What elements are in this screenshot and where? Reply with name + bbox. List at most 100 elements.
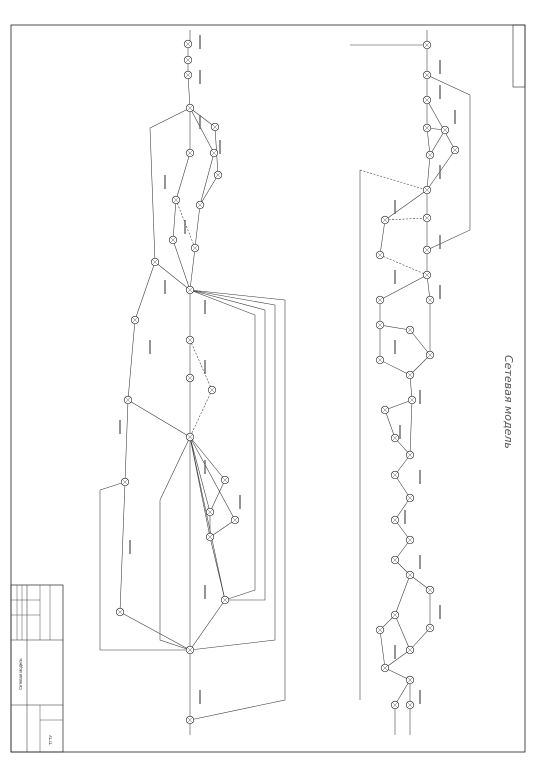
network-edge <box>149 107 191 129</box>
network-edge <box>159 500 191 651</box>
network-node <box>390 555 400 565</box>
network-edge <box>189 599 226 651</box>
network-node <box>405 570 415 580</box>
network-node <box>185 373 195 383</box>
network-node <box>183 55 193 65</box>
network-node <box>405 535 415 545</box>
network-node <box>183 39 193 49</box>
network-node <box>425 623 435 633</box>
network-node <box>380 405 390 415</box>
network-node <box>123 395 133 405</box>
network-node <box>407 395 417 405</box>
network-edge <box>149 127 156 263</box>
network-edge <box>384 399 413 411</box>
network-node <box>390 610 400 620</box>
network-edge <box>199 174 219 206</box>
network-node <box>405 493 415 503</box>
network-node <box>168 235 178 245</box>
network-node <box>380 215 390 225</box>
network-node <box>185 285 195 295</box>
network-node <box>185 715 195 725</box>
network-edge <box>189 289 276 306</box>
network-edge <box>426 127 431 156</box>
network-edge <box>189 247 196 291</box>
network-node <box>390 515 400 525</box>
network-edge <box>134 261 156 321</box>
network-edge <box>189 107 216 128</box>
network-edge <box>194 204 201 249</box>
network-node <box>171 195 181 205</box>
network-node <box>405 370 415 380</box>
stamp-title: Сетевая модель <box>18 657 23 690</box>
network-node <box>405 675 415 685</box>
network-node <box>220 475 230 485</box>
network-edge <box>224 315 256 601</box>
network-nodes <box>115 39 460 725</box>
network-edge <box>384 667 411 681</box>
network-node <box>150 257 160 267</box>
network-edge <box>209 479 226 513</box>
network-edge <box>379 219 386 256</box>
network-edge <box>384 217 428 221</box>
network-edge <box>189 436 226 601</box>
network-node <box>425 295 435 305</box>
network-edge <box>189 289 256 316</box>
diagram-title: Сетевая модель <box>502 355 515 449</box>
network-edge <box>384 649 411 669</box>
network-node <box>185 103 195 113</box>
network-edge <box>124 399 129 483</box>
network-edge <box>172 199 177 241</box>
network-node <box>422 270 432 280</box>
network-node <box>130 315 140 325</box>
network-node <box>120 477 130 487</box>
network-edge <box>189 436 236 521</box>
network-node <box>425 150 435 160</box>
network-edge <box>394 474 411 499</box>
network-edge <box>429 129 446 156</box>
network-edge <box>426 99 456 151</box>
network-edge <box>189 436 211 513</box>
network-edge <box>426 274 431 301</box>
network-node <box>185 335 195 345</box>
network-node <box>422 70 432 80</box>
network-edge <box>394 574 411 616</box>
network-edge <box>172 239 191 291</box>
network-node <box>375 295 385 305</box>
network-node <box>230 515 240 525</box>
network-node <box>450 145 460 155</box>
network-edge <box>119 481 126 613</box>
network-edge <box>379 359 411 376</box>
network-edge <box>209 536 226 601</box>
network-node <box>405 700 415 710</box>
network-edge <box>99 481 126 491</box>
network-edge <box>409 627 431 651</box>
network-node <box>422 40 432 50</box>
network-edge <box>189 300 286 721</box>
network-node <box>220 595 230 605</box>
network-edge <box>189 289 266 311</box>
network-node <box>205 532 215 542</box>
network-edge <box>409 329 431 356</box>
network-node <box>422 213 432 223</box>
network-edge <box>159 436 191 501</box>
network-edge <box>379 254 428 276</box>
network-edge <box>426 95 471 251</box>
network-edge <box>384 409 396 439</box>
network-node <box>422 245 432 255</box>
network-edge <box>187 74 191 109</box>
network-node <box>205 507 215 517</box>
network-edge <box>189 305 276 651</box>
network-edge <box>409 574 431 591</box>
network-edge <box>199 152 215 206</box>
network-node <box>210 122 220 132</box>
network-edge <box>384 189 428 221</box>
network-node <box>422 95 432 105</box>
network-edge <box>379 274 428 301</box>
network-node <box>190 243 200 253</box>
network-node <box>440 125 450 135</box>
network-node <box>422 123 432 133</box>
network-edge <box>359 169 428 191</box>
network-edge <box>154 261 191 291</box>
network-node <box>405 645 415 655</box>
